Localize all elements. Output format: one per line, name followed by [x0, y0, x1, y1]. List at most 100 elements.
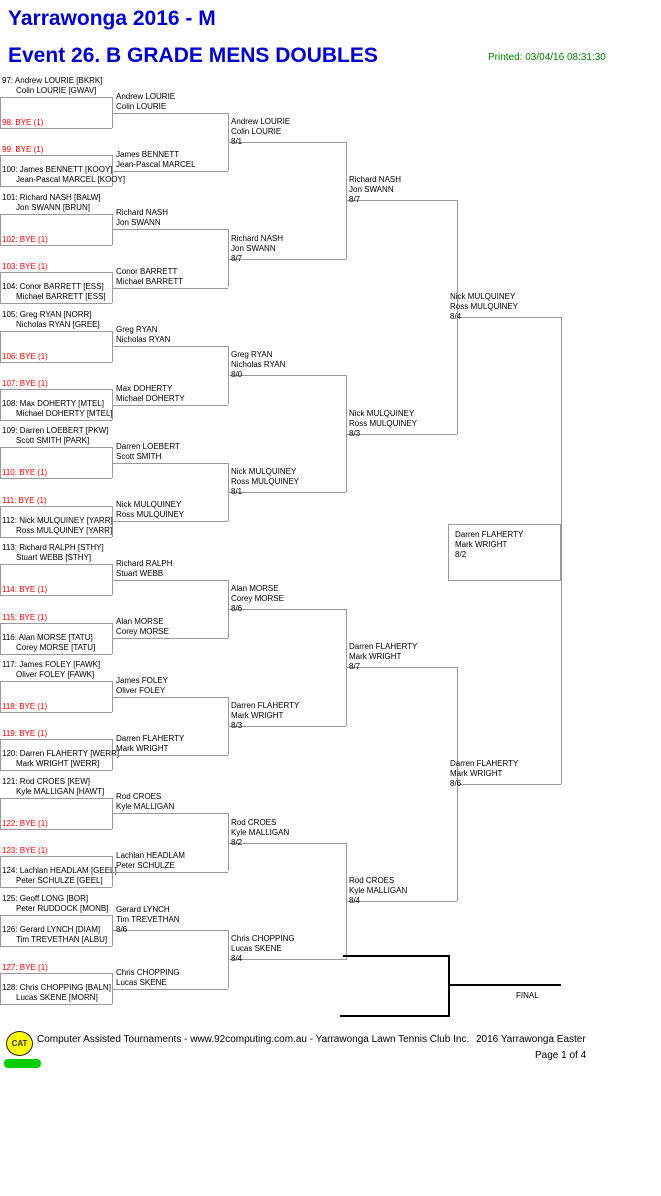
r3-winner-score: 8/2 — [231, 838, 243, 847]
bracket-line — [0, 97, 112, 98]
r3-winner: Richard NASH — [231, 234, 284, 243]
r3-winner: Lucas SKENE — [231, 944, 282, 953]
r1-bye-entry: 106: BYE (1) — [2, 352, 48, 361]
bracket-line — [0, 946, 112, 947]
r1-entry-name1: 116: Alan MORSE [TATU] — [2, 633, 93, 642]
bracket-connector — [0, 681, 1, 712]
r1-bye-entry: 98: BYE (1) — [2, 118, 44, 127]
r2-winner: Corey MORSE — [116, 627, 169, 636]
bracket-connector — [0, 155, 1, 186]
r3-winner-score: 8/0 — [231, 370, 243, 379]
r2-winner: Darren LOEBERT — [116, 442, 180, 451]
r3-winner: Nicholas RYAN — [231, 360, 286, 369]
bracket-line — [112, 229, 228, 230]
bracket-line — [0, 537, 112, 538]
bracket-line — [112, 930, 228, 931]
r1-entry-name1: 104: Conor BARRETT [ESS] — [2, 282, 104, 291]
r1-entry-name2: Peter RUDDOCK [MONB] — [16, 904, 109, 913]
r1-bye-entry: 122: BYE (1) — [2, 819, 48, 828]
printed-timestamp: Printed: 03/04/16 08:31:30 — [488, 52, 606, 63]
r2-winner: Chris CHOPPING — [116, 968, 180, 977]
bracket-line — [112, 288, 228, 289]
r3-winner: Corey MORSE — [231, 594, 284, 603]
r1-entry-name2: Michael BARRETT [ESS] — [16, 292, 106, 301]
r3-winner-score: 8/1 — [231, 137, 243, 146]
bracket-line — [0, 712, 112, 713]
bracket-line — [0, 447, 112, 448]
r2-winner: Richard RALPH — [116, 559, 173, 568]
r2-winner: Max DOHERTY — [116, 384, 173, 393]
bracket-line — [0, 654, 112, 655]
r1-entry-name1: 124: Lachlan HEADLAM [GEEL] — [2, 866, 117, 875]
r2-winner: James FOLEY — [116, 676, 169, 685]
r3-winner: Chris CHOPPING — [231, 934, 295, 943]
r1-entry-name1: 100: James BENNETT [KOOY] — [2, 165, 113, 174]
bracket-line — [112, 697, 228, 698]
event-title: Event 26. B GRADE MENS DOUBLES — [8, 44, 378, 67]
bracket-line — [457, 784, 561, 785]
bracket-connector — [0, 272, 1, 303]
sf-winner: Ross MULQUINEY — [450, 302, 519, 311]
r4-winner: Jon SWANN — [349, 185, 394, 194]
bracket-connector — [0, 447, 1, 478]
bracket-connector — [0, 564, 1, 595]
r1-entry-name1: 113: Richard RALPH [STHY] — [2, 543, 104, 552]
final-label: FINAL — [516, 991, 539, 1000]
r2-winner: Mark WRIGHT — [116, 744, 169, 753]
sf-winner-score: 8/4 — [450, 312, 462, 321]
bracket-line — [112, 638, 228, 639]
r1-entry-name1: 101: Richard NASH [BALW] — [2, 193, 101, 202]
final-bracket-connector — [448, 955, 450, 1017]
bracket-connector — [112, 272, 113, 303]
bracket-line — [346, 667, 457, 668]
r2-winner: Colin LOURIE — [116, 102, 167, 111]
bracket-line — [0, 478, 112, 479]
bracket-connector — [112, 564, 113, 595]
r1-entry-name1: 112: Nick MULQUINEY [YARR] — [2, 516, 113, 525]
r2-winner: Kyle MALLIGAN — [116, 802, 175, 811]
r1-entry-name2: Lucas SKENE [MORN] — [16, 993, 98, 1002]
r1-entry-name1: 117: James FOLEY [FAWK] — [2, 660, 101, 669]
r3-winner-score: 8/4 — [231, 954, 243, 963]
final-winner-score: 8/2 — [455, 550, 467, 559]
r4-winner: Mark WRIGHT — [349, 652, 402, 661]
tournament-title: Yarrawonga 2016 - M — [8, 7, 216, 30]
r1-entry-name2: Jon SWANN [BRUN] — [16, 203, 90, 212]
r2-winner: Rod CROES — [116, 792, 162, 801]
r2-winner: Alan MORSE — [116, 617, 164, 626]
bracket-line — [0, 389, 112, 390]
bracket-line — [346, 901, 457, 902]
bracket-connector — [112, 681, 113, 712]
r1-entry-name2: Michael DOHERTY [MTEL] — [16, 409, 113, 418]
cat-logo: CAT — [6, 1031, 33, 1056]
bracket-line — [112, 813, 228, 814]
bracket-line — [0, 245, 112, 246]
r2-winner: Gerard LYNCH — [116, 905, 170, 914]
final-winner-box — [448, 524, 561, 581]
sf-winner-score: 8/6 — [450, 779, 462, 788]
r1-bye-entry: 114: BYE (1) — [2, 585, 48, 594]
bracket-line — [346, 434, 457, 435]
bracket-line — [346, 200, 457, 201]
r3-winner: Colin LOURIE — [231, 127, 282, 136]
r2-winner: Michael DOHERTY — [116, 394, 185, 403]
r4-winner: Richard NASH — [349, 175, 402, 184]
r1-entry-name2: Nicholas RYAN [GREE] — [16, 320, 100, 329]
r1-entry-name1: 125: Geoff LONG [BOR] — [2, 894, 89, 903]
bracket-connector — [112, 739, 113, 770]
bracket-line — [457, 317, 561, 318]
r1-entry-name1: 128: Chris CHOPPING [BALN] — [2, 983, 111, 992]
bracket-connector — [0, 856, 1, 887]
bracket-connector — [0, 506, 1, 537]
bracket-line — [112, 872, 228, 873]
bracket-line — [112, 989, 228, 990]
r1-entry-name2: Stuart WEBB [STHY] — [16, 553, 92, 562]
r1-bye-entry: 118: BYE (1) — [2, 702, 48, 711]
r1-entry-name2: Corey MORSE [TATU] — [16, 643, 96, 652]
r3-winner: Kyle MALLIGAN — [231, 828, 290, 837]
bracket-line — [0, 973, 112, 974]
bracket-line — [112, 521, 228, 522]
r1-entry-name2: Kyle MALLIGAN [HAWT] — [16, 787, 105, 796]
bracket-line — [228, 959, 346, 960]
bracket-line — [228, 609, 346, 610]
